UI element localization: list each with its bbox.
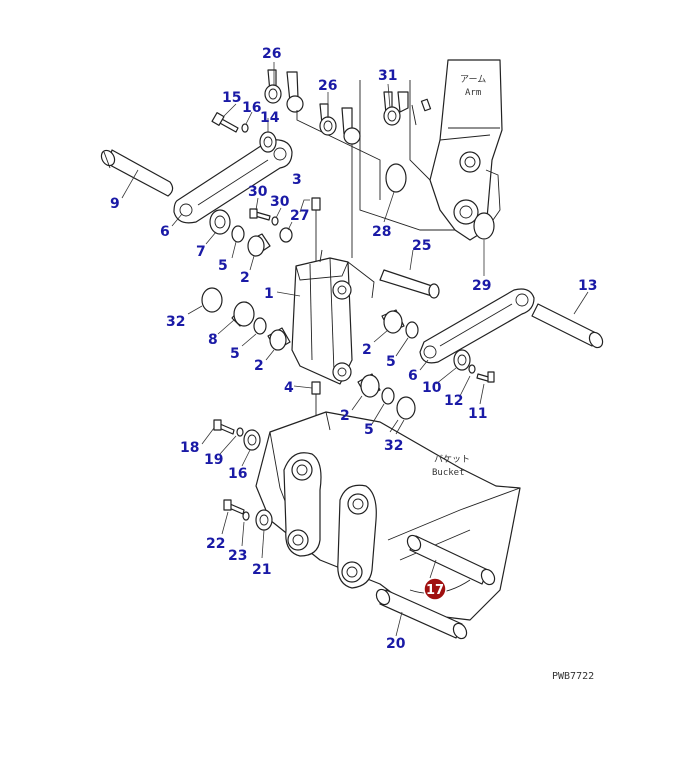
callout-9: 9 bbox=[110, 196, 120, 212]
callout-6b: 6 bbox=[408, 368, 418, 384]
spacer-22 bbox=[255, 509, 273, 531]
washer-20 bbox=[236, 427, 244, 437]
callout-18: 16 bbox=[228, 466, 247, 482]
callout-2d: 2 bbox=[340, 408, 350, 424]
bracket-1 bbox=[291, 249, 375, 385]
callout-5d: 5 bbox=[364, 422, 374, 438]
callout-25: 25 bbox=[412, 238, 431, 254]
callout-2b: 2 bbox=[254, 358, 264, 374]
seal-7 bbox=[209, 209, 231, 235]
callout-32b: 32 bbox=[384, 438, 403, 454]
callout-23: 22 bbox=[206, 536, 225, 552]
bushing-2a bbox=[247, 233, 271, 257]
pin-9 bbox=[100, 149, 174, 197]
callout-4: 4 bbox=[284, 380, 294, 396]
seal-8 bbox=[231, 301, 255, 327]
callout-6a: 6 bbox=[160, 224, 170, 240]
drawing-code: PWB7722 bbox=[552, 671, 594, 682]
right-link bbox=[419, 288, 535, 364]
callout-16: 16 bbox=[242, 100, 261, 116]
callout-13: 13 bbox=[578, 278, 597, 294]
spacer-18 bbox=[243, 429, 261, 451]
arm-label-en: Arm bbox=[465, 88, 481, 98]
leader-lines bbox=[121, 62, 589, 637]
arm-assembly: アーム Arm bbox=[359, 59, 503, 241]
callout-30a: 28 bbox=[372, 224, 391, 240]
bolt-28 bbox=[249, 208, 271, 221]
callout-5c: 5 bbox=[386, 354, 396, 370]
callout-26b: 26 bbox=[318, 78, 337, 94]
bolt-15 bbox=[211, 112, 239, 133]
ring-5c bbox=[405, 321, 419, 339]
highlight-circle[interactable] bbox=[423, 577, 447, 601]
callout-15: 15 bbox=[222, 90, 241, 106]
callout-30b: 29 bbox=[472, 278, 491, 294]
callout-14: 14 bbox=[260, 110, 280, 126]
washer-24 bbox=[242, 511, 250, 521]
callout-22: 21 bbox=[252, 562, 271, 578]
callout-26a: 26 bbox=[262, 46, 281, 62]
arm-label-jp: アーム bbox=[460, 74, 486, 85]
pin-21 bbox=[375, 588, 468, 640]
bucket-label-jp: バケット bbox=[434, 454, 470, 465]
seal-27 bbox=[279, 227, 293, 243]
bushing-2c bbox=[381, 309, 405, 334]
callout-7: 7 bbox=[196, 244, 206, 260]
callout-27: 27 bbox=[290, 208, 309, 224]
o-ring-30b bbox=[473, 212, 495, 240]
bolt-11 bbox=[476, 371, 495, 383]
callout-labels: 26 26 31 15 16 14 9 6 30 3 30 27 28 25 2… bbox=[110, 46, 597, 652]
callout-29: 30 bbox=[270, 194, 290, 210]
callout-8: 8 bbox=[208, 332, 218, 348]
callout-11: 11 bbox=[468, 406, 487, 422]
left-link bbox=[173, 139, 293, 224]
callout-12: 12 bbox=[444, 393, 463, 409]
ring-5b bbox=[253, 317, 267, 335]
callout-21: 20 bbox=[386, 636, 406, 652]
bolt-23 bbox=[223, 499, 245, 515]
callout-17-highlight[interactable]: 17 bbox=[423, 577, 447, 601]
pin-26b bbox=[319, 103, 361, 258]
bushing-2b bbox=[267, 327, 291, 351]
callout-3: 3 bbox=[292, 172, 302, 188]
o-ring-32b bbox=[396, 396, 416, 420]
callout-20: 19 bbox=[204, 452, 223, 468]
bolt-19 bbox=[213, 419, 235, 435]
callout-32a: 32 bbox=[166, 314, 185, 330]
washer-29 bbox=[271, 216, 279, 226]
ring-5a bbox=[231, 225, 245, 243]
callout-5a: 5 bbox=[218, 258, 228, 274]
washer-16 bbox=[241, 123, 249, 133]
grease-fitting-3 bbox=[311, 197, 321, 268]
callout-5b: 5 bbox=[230, 346, 240, 362]
bushing-2d bbox=[357, 373, 381, 398]
pin-17 bbox=[406, 534, 496, 586]
pin-13 bbox=[531, 303, 604, 349]
callout-2a: 2 bbox=[240, 270, 250, 286]
callout-19: 18 bbox=[180, 440, 199, 456]
pin-25 bbox=[379, 269, 440, 299]
pin-31 bbox=[383, 91, 409, 126]
pin-26a bbox=[264, 69, 381, 200]
callout-28: 30 bbox=[248, 184, 268, 200]
callout-17[interactable]: 17 bbox=[426, 583, 444, 598]
o-ring-32a bbox=[201, 287, 223, 313]
ring-5d bbox=[381, 387, 395, 405]
callout-1: 1 bbox=[264, 286, 274, 302]
bushing-14 bbox=[259, 131, 277, 153]
callout-31: 31 bbox=[378, 68, 397, 84]
callout-2c: 2 bbox=[362, 342, 372, 358]
bucket-label-en: Bucket bbox=[432, 468, 465, 478]
o-ring-30a bbox=[385, 163, 407, 193]
callout-24: 23 bbox=[228, 548, 247, 564]
washer-12 bbox=[468, 364, 476, 374]
callout-10: 10 bbox=[422, 380, 442, 396]
spacer-10 bbox=[453, 349, 471, 371]
